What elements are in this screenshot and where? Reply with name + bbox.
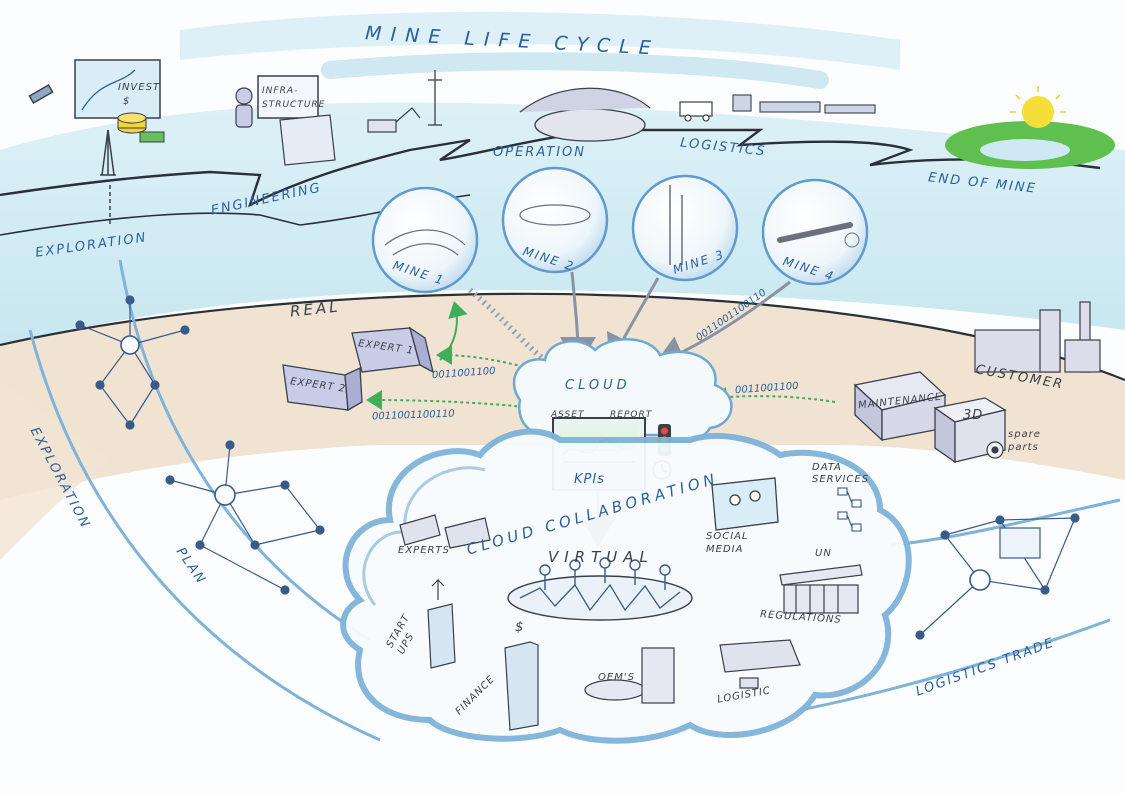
left-arc-inner [118,259,371,642]
invest-graph [81,69,136,111]
logistic-warehouse [719,639,801,689]
mine-4-bubble [761,178,869,286]
3d-label: 3D [963,408,984,423]
coin-stack-icon [117,112,165,143]
sun [1022,96,1054,128]
maintenance-building [853,371,947,442]
data-services-label: DATA SERVICES [812,462,870,485]
mountain [519,87,651,113]
pond [980,139,1070,161]
sun-rays [1010,86,1066,113]
data-services-diagram [837,487,862,532]
invest-currency: $ [123,96,131,107]
infrastructure-label: INFRA-STRUCTURE [262,86,326,110]
blueprint-scroll [279,114,336,166]
spare-parts-label: spare parts [1008,429,1041,453]
start-ups-building [427,578,456,669]
sky-streak [321,52,829,89]
top-sky-wash [180,11,900,70]
invest-screen [74,59,161,119]
network-graph-bottom [165,440,325,595]
social-media-board [711,477,779,531]
arrow-cloud-to-expert2 [366,390,536,411]
un-label: UN [815,548,832,559]
oems-label: OEM'S [598,672,635,683]
drill-rig-icon [100,129,116,225]
infrastructure-screen [257,75,319,119]
engineer-icon [235,87,253,128]
mine-2-bubble [501,166,609,274]
satellite-icon [28,84,54,104]
right-arc-inner [889,498,1121,547]
terrain-line [0,128,1101,208]
report-label: REPORT [610,410,653,420]
operation-label: OPERATION [493,145,586,160]
invest-label: INVEST [118,82,161,93]
network-graph-right [915,513,1080,640]
truck-icon [679,101,713,122]
finance-currency: $ [515,620,526,635]
left-arc-outer [28,329,381,742]
headframe-icon [428,70,442,126]
expert-1-container [351,326,434,374]
cloud-label: CLOUD [565,378,631,393]
network-graph-top [75,295,190,430]
virtual-table-pattern [519,583,681,612]
kpis-label: KPIs [574,472,605,487]
arrow-cloud-to-expert1 [436,345,536,371]
virtual-label: VIRTUAL [548,548,654,566]
gear-icon [986,441,1004,459]
virtual-people [539,557,671,590]
port-facility-icon [732,94,876,114]
un-building [779,564,863,614]
real-ground-left [0,380,110,560]
finance-tower [504,641,539,731]
factory-icon [974,301,1101,373]
oems-buildings [584,647,675,704]
excavator-icon [367,107,421,133]
social-media-label: SOCIAL MEDIA [706,531,749,555]
right-arc-outer [799,618,1111,712]
open-pit [534,108,646,142]
asset-label: ASSET [551,410,585,420]
mine-1-bubble [371,186,479,294]
experts-containers [399,514,491,549]
mine-3-bubble [631,174,739,282]
expert-2-container [282,364,363,412]
experts-label: EXPERTS [398,545,450,556]
